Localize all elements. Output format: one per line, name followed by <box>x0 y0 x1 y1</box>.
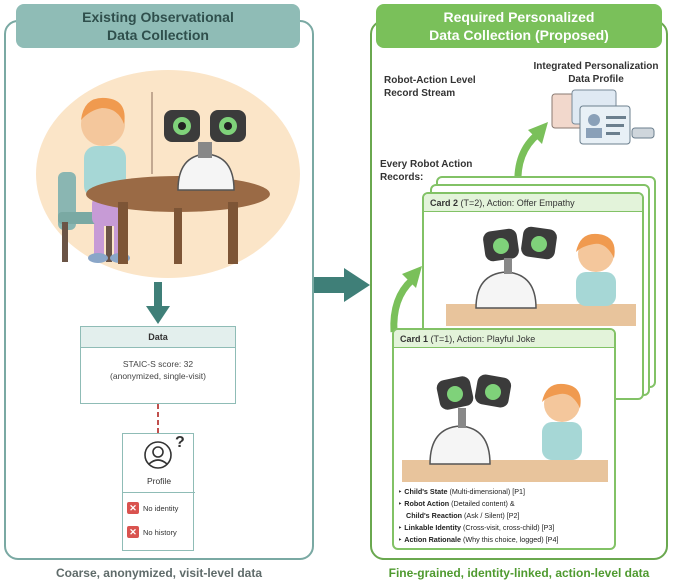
dashed-connector <box>157 404 159 434</box>
question-mark-icon: ? <box>175 434 185 451</box>
card-2-header: Card 2 (T=2), Action: Offer Empathy <box>424 194 642 212</box>
existing-collection-header: Existing Observational Data Collection <box>16 4 300 48</box>
existing-collection-caption: Coarse, anonymized, visit-level data <box>55 566 263 580</box>
anonymized-note-text: (anonymized, single-visit) <box>110 371 206 381</box>
profile-label: Profile <box>146 476 172 486</box>
no-identity-text: No identity <box>143 503 179 513</box>
personalization-profile-label: Integrated Personalization Data Profile <box>528 60 664 86</box>
curved-arrow-card1-to-card2 <box>390 266 422 333</box>
child-robot-table-illustration <box>36 70 300 278</box>
card-1-attribute-list: ‣ Child's State (Multi-dimensional) [P1]… <box>398 486 620 546</box>
attribute-linkable-identity: ‣ Linkable Identity (Cross-visit, cross-… <box>398 523 555 532</box>
left-header-line1: Existing Observational <box>82 9 234 25</box>
card-1-scene-illustration <box>402 374 608 482</box>
card-2-scene-illustration <box>446 226 636 326</box>
profile-label-line1: Integrated Personalization <box>533 61 659 72</box>
left-down-arrow <box>146 282 170 324</box>
x-mark-icon: ✕ <box>127 526 139 538</box>
every-action-records-label: Every Robot Action Records: <box>380 158 472 184</box>
card-1-header: Card 1 (T=1), Action: Playful Joke <box>394 330 614 348</box>
data-box-title: Data <box>81 327 235 348</box>
profile-label-line2: Data Profile <box>568 74 624 85</box>
record-stream-line2: Record Stream <box>384 88 456 99</box>
no-history-text: No history <box>143 527 177 537</box>
attribute-robot-action: ‣ Robot Action (Detailed content) & <box>398 499 515 508</box>
proposed-collection-header: Required Personalized Data Collection (P… <box>376 4 662 48</box>
record-card-1: Card 1 (T=1), Action: Playful Joke <box>392 328 616 550</box>
staic-score-text: STAIC-S score: 32 <box>122 359 194 369</box>
x-mark-icon: ✕ <box>127 502 139 514</box>
user-icon <box>144 441 172 469</box>
proposed-collection-caption: Fine-grained, identity-linked, action-le… <box>388 566 650 580</box>
right-header-line1: Required Personalized <box>443 9 595 25</box>
card-2-title: Card 2 <box>430 198 459 208</box>
record-stream-label: Robot-Action Level Record Stream <box>384 74 476 100</box>
card-2-action: (T=2), Action: Offer Empathy <box>458 198 575 208</box>
no-identity-tag: ✕ No identity <box>127 502 178 514</box>
attribute-child-state: ‣ Child's State (Multi-dimensional) [P1] <box>398 487 525 496</box>
right-header-line2: Data Collection (Proposed) <box>429 27 609 43</box>
no-history-tag: ✕ No history <box>127 526 177 538</box>
profile-divider <box>123 492 195 493</box>
attribute-action-rationale: ‣ Action Rationale (Why this choice, log… <box>398 535 559 544</box>
records-label-line2: Records: <box>380 172 424 183</box>
records-label-line1: Every Robot Action <box>380 159 473 170</box>
attribute-child-reaction: Child's Reaction (Ask / Silent) [P2] <box>406 511 520 520</box>
transition-arrow <box>314 268 370 302</box>
id-documents-icon <box>551 89 655 145</box>
left-header-line2: Data Collection <box>107 27 209 43</box>
card-1-action: (T=1), Action: Playful Joke <box>428 334 536 344</box>
data-box: Data STAIC-S score: 32 (anonymized, sing… <box>80 326 236 404</box>
record-stream-line1: Robot-Action Level <box>384 75 476 86</box>
card-1-title: Card 1 <box>400 334 429 344</box>
anonymous-profile-box: ? Profile ✕ No identity ✕ No history <box>122 433 195 551</box>
